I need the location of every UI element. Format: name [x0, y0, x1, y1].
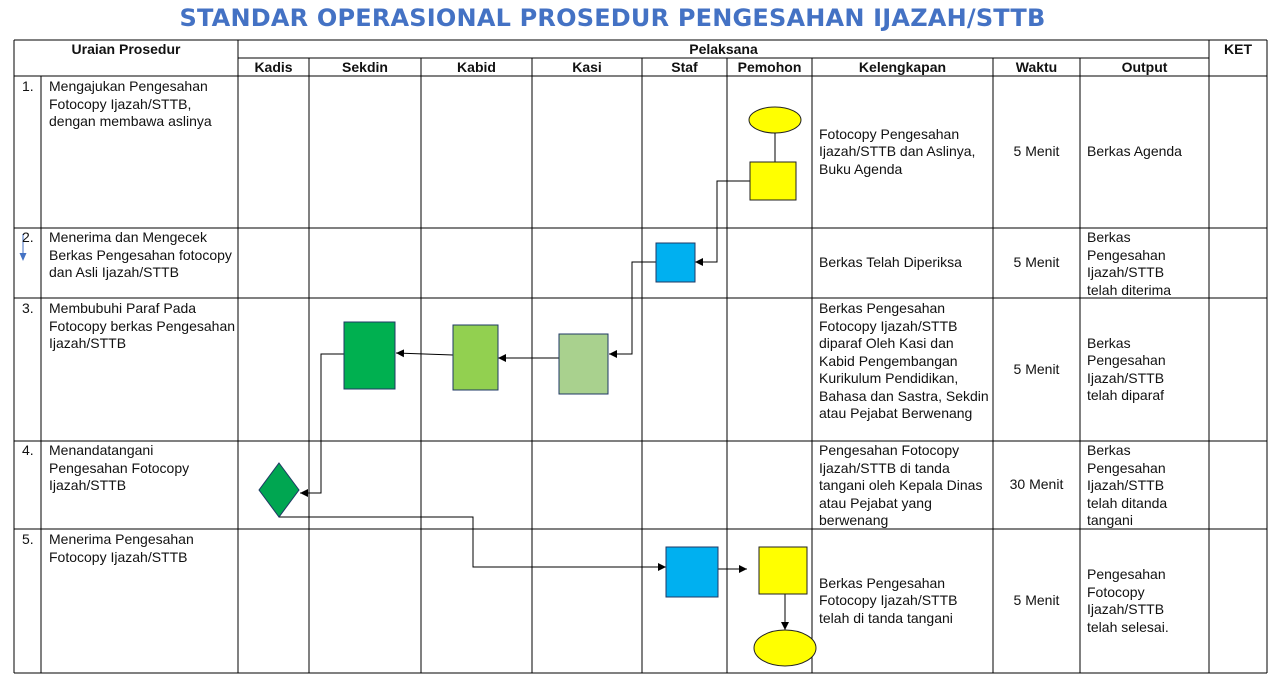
row-number: 5. [22, 531, 34, 547]
output-cell: Pengesahan Fotocopy Ijazah/STTB telah se… [1087, 529, 1197, 673]
staf-check-box [655, 242, 696, 283]
kelengkapan-cell: Pengesahan Fotocopy Ijazah/STTB di tanda… [819, 442, 983, 528]
header-kadis: Kadis [254, 59, 293, 75]
row-marker-arrow-icon [19, 253, 27, 261]
waktu-text: 5 Menit [1013, 360, 1060, 377]
connector-pemohon-to-staf [695, 180, 750, 266]
start-terminator [748, 106, 802, 134]
uraian-cell: Menandatangani Pengesahan Fotocopy Ijaza… [49, 442, 190, 493]
waktu-cell: 5 Menit [993, 529, 1080, 673]
kelengkapan-text: Berkas Pengesahan Fotocopy Ijazah/STTB t… [819, 574, 958, 626]
output-cell: Berkas Pengesahan Ijazah/STTB telah dita… [1087, 442, 1168, 528]
kadis-sign-decision [258, 462, 300, 518]
waktu-cell: 5 Menit [993, 76, 1080, 228]
kelengkapan-cell: Berkas Telah Diperiksa [819, 228, 991, 298]
output-text: Pengesahan Fotocopy Ijazah/STTB telah se… [1087, 566, 1169, 635]
header-waktu: Waktu [1015, 59, 1058, 75]
staf-receive-box [665, 546, 719, 598]
connector-kabid-to-sekdin [395, 349, 454, 358]
kasi-paraf-box [558, 333, 609, 395]
kelengkapan-cell: Berkas Pengesahan Fotocopy Ijazah/STTB d… [819, 300, 989, 421]
output-cell: Berkas Pengesahan Ijazah/STTB telah dipa… [1087, 298, 1197, 441]
sekdin-paraf-box [343, 321, 396, 390]
waktu-cell: 30 Menit [993, 441, 1080, 529]
pemohon-receive-box [758, 546, 808, 595]
header-ket: KET [1224, 41, 1252, 57]
row-number: 1. [22, 78, 34, 94]
header-sekdin: Sekdin [342, 59, 388, 75]
output-text: Berkas Agenda [1087, 143, 1182, 160]
header-pelaksana: Pelaksana [689, 41, 758, 57]
kelengkapan-cell: Fotocopy Pengesahan Ijazah/STTB dan Asli… [819, 76, 991, 228]
waktu-cell: 5 Menit [993, 298, 1080, 441]
output-cell: Berkas Agenda [1087, 76, 1207, 228]
kabid-paraf-box [452, 324, 499, 391]
header-output: Output [1121, 59, 1168, 75]
end-terminator [753, 629, 817, 667]
header-kasi: Kasi [572, 59, 602, 75]
kelengkapan-text: Berkas Telah Diperiksa [819, 254, 962, 271]
waktu-text: 30 Menit [1009, 476, 1064, 493]
waktu-text: 5 Menit [1013, 592, 1060, 609]
kelengkapan-text: Fotocopy Pengesahan Ijazah/STTB dan Asli… [819, 125, 976, 177]
row-number: 2. [22, 229, 34, 245]
table-grid [13, 39, 1268, 674]
uraian-cell: Mengajukan Pengesahan Fotocopy Ijazah/ST… [49, 78, 212, 129]
connector-kadis-to-staf [279, 516, 666, 571]
kelengkapan-cell: Berkas Pengesahan Fotocopy Ijazah/STTB t… [819, 529, 991, 673]
pemohon-submit-box [749, 161, 797, 201]
waktu-cell: 5 Menit [993, 228, 1080, 298]
row-number: 3. [22, 300, 34, 316]
flow-connectors [279, 180, 789, 630]
uraian-cell: Menerima dan Mengecek Berkas Pengesahan … [49, 229, 232, 280]
waktu-text: 5 Menit [1013, 254, 1060, 271]
connector-sekdin-to-kadis [300, 353, 344, 497]
header-kabid: Kabid [457, 59, 496, 75]
output-cell: Berkas Pengesahan Ijazah/STTB telah dite… [1087, 229, 1172, 298]
uraian-cell: Menerima Pengesahan Fotocopy Ijazah/STTB [49, 531, 194, 565]
header-pemohon: Pemohon [737, 59, 802, 75]
waktu-text: 5 Menit [1013, 143, 1060, 160]
page-title: STANDAR OPERASIONAL PROSEDUR PENGESAHAN … [179, 4, 1046, 32]
connector-staf-to-kasi [609, 261, 656, 358]
header-uraian: Uraian Prosedur [71, 41, 181, 57]
row-number: 4. [22, 442, 34, 458]
header-staf: Staf [671, 59, 698, 75]
uraian-cell: Membubuhi Paraf Pada Fotocopy berkas Pen… [49, 300, 236, 351]
header-kelengkapan: Kelengkapan [858, 59, 947, 75]
output-text: Berkas Pengesahan Ijazah/STTB telah dipa… [1087, 334, 1166, 404]
